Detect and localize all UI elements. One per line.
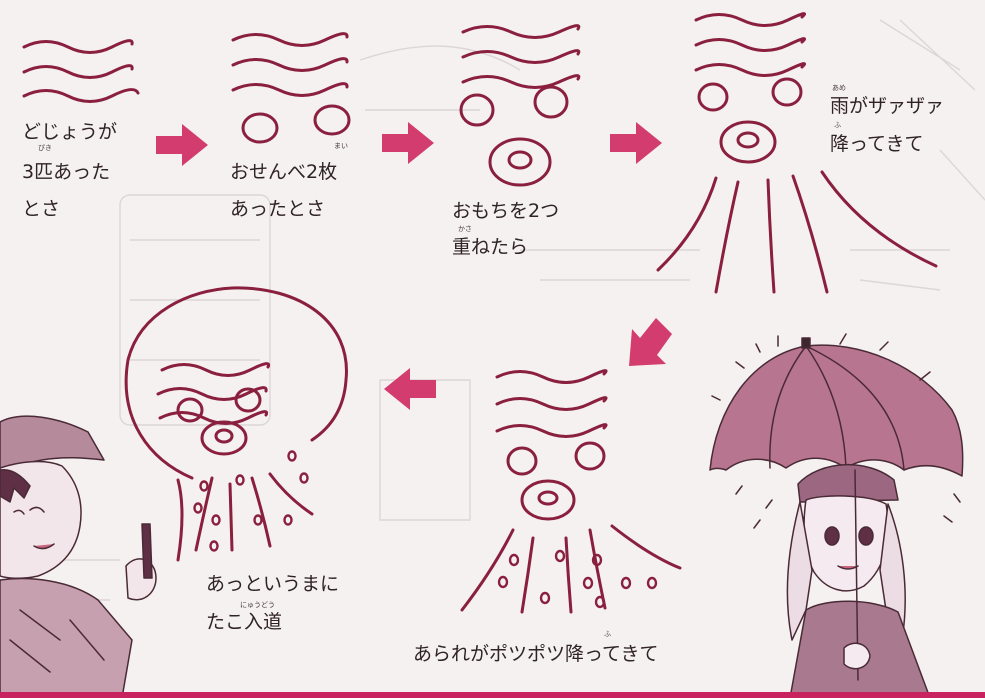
boy-with-pencil: [0, 415, 157, 698]
svg-text:とさ: とさ: [22, 198, 60, 220]
step-2-caption: まい おせんべ2枚 あったとさ: [230, 142, 348, 220]
svg-text:まい: まい: [334, 142, 348, 150]
step-4-rain-lines: [656, 170, 938, 294]
step-5-loach-lines: [495, 369, 608, 438]
step-5-crackers: [506, 441, 606, 476]
svg-text:重ねたら: 重ねたら: [452, 236, 528, 258]
step-5-caption: ふ あられがポツポツ降ってきて: [413, 630, 658, 665]
svg-text:あっというまに: あっというまに: [206, 573, 339, 595]
svg-text:にゅうどう: にゅうどう: [240, 601, 275, 609]
step-6-caption: あっというまに にゅうどう たこ入道: [206, 573, 339, 633]
arrow-right-1: [156, 124, 208, 166]
svg-text:おせんべ2枚: おせんべ2枚: [230, 161, 337, 183]
svg-text:雨がザァザァ: 雨がザァザァ: [830, 95, 944, 117]
svg-text:あられがポツポツ降ってきて: あられがポツポツ降ってきて: [413, 643, 658, 665]
arrow-right-3: [610, 122, 662, 164]
svg-text:ふ: ふ: [604, 630, 611, 638]
svg-text:3匹あった: 3匹あった: [22, 161, 110, 183]
arrow-down-left: [629, 318, 672, 366]
svg-text:どじょうが: どじょうが: [22, 121, 117, 143]
svg-text:たこ入道: たこ入道: [206, 611, 282, 633]
girl-with-umbrella: [709, 333, 964, 698]
step-5-rain-lines: [460, 524, 682, 614]
svg-text:ふ: ふ: [834, 121, 841, 129]
bottom-accent-bar: [0, 692, 985, 698]
step-1-caption: どじょうが ぴき 3匹あった とさ: [22, 121, 117, 220]
svg-text:あめ: あめ: [832, 84, 846, 92]
step-2-loach-lines: [231, 32, 349, 97]
step-5-hail-dots: [497, 549, 658, 609]
step-5-rice-cake: [520, 479, 576, 521]
step-3-rice-cake: [488, 137, 552, 187]
step-3-crackers: [459, 85, 569, 127]
step-3-loach-lines: [461, 24, 581, 89]
arrow-left: [384, 368, 436, 410]
step-4-rice-cake: [719, 120, 777, 164]
svg-text:降ってきて: 降ってきて: [830, 133, 923, 155]
svg-text:あったとさ: あったとさ: [230, 198, 325, 220]
step-3-caption: おもちを2つ かさ 重ねたら: [452, 200, 559, 258]
step-1-loach-lines: [22, 39, 140, 103]
step-6-octopus: [124, 286, 348, 562]
arrow-right-2: [382, 122, 434, 164]
step-4-crackers: [697, 77, 803, 112]
svg-text:おもちを2つ: おもちを2つ: [452, 200, 559, 222]
step-4-loach-lines: [694, 12, 806, 77]
svg-text:ぴき: ぴき: [38, 144, 52, 152]
step-2-crackers: [241, 104, 351, 144]
svg-text:かさ: かさ: [458, 225, 472, 233]
step-4-caption: あめ 雨がザァザァ ふ 降ってきて: [830, 84, 944, 155]
